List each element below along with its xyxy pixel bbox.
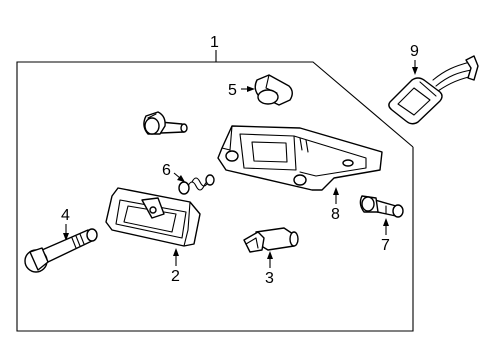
arrowhead-2 — [173, 248, 179, 256]
callout-1: 1 — [210, 34, 219, 51]
arrowhead-8 — [333, 187, 339, 195]
arrowhead-6 — [177, 175, 185, 182]
arrowhead-9 — [412, 67, 418, 75]
cap-plug — [254, 74, 293, 106]
mounting-pin — [143, 111, 188, 135]
lamp-lens — [105, 187, 201, 247]
callout-7: 7 — [381, 237, 390, 254]
long-bolt — [24, 228, 98, 273]
small-bolt — [359, 195, 404, 218]
arrowhead-5 — [247, 86, 255, 92]
callout-8: 8 — [331, 206, 340, 223]
spring — [178, 174, 215, 195]
callout-4: 4 — [61, 207, 70, 224]
leader-6 — [173, 172, 181, 179]
callout-2: 2 — [171, 268, 180, 285]
callout-6: 6 — [162, 162, 171, 179]
bulb-socket — [243, 227, 299, 253]
callout-3: 3 — [265, 270, 274, 287]
arrowhead-4 — [63, 233, 69, 241]
arrowhead-3 — [267, 251, 273, 259]
callout-9: 9 — [410, 43, 419, 60]
arrowhead-7 — [383, 218, 389, 226]
assembly-frame — [16, 61, 414, 332]
callout-5: 5 — [228, 82, 237, 99]
wire-harness-connector — [388, 55, 479, 125]
housing-bracket — [217, 125, 383, 191]
